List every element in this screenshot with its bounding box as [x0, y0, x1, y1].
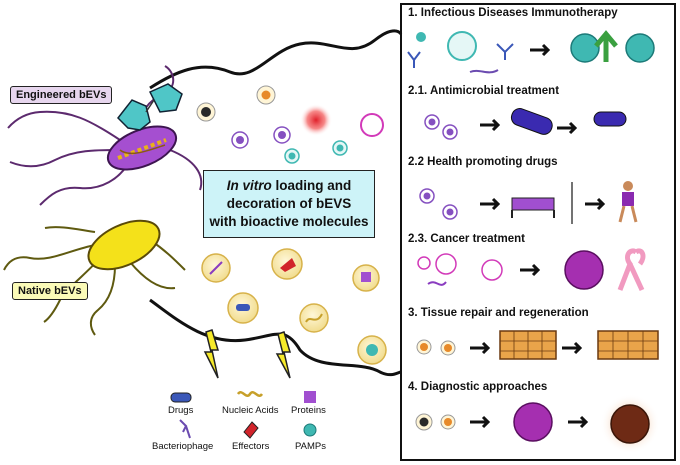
section-infectious-diseases-title: 1. Infectious Diseases Immunotherapy: [408, 7, 618, 19]
legend-drugs-label: Drugs: [168, 405, 194, 416]
vesicles-top: [196, 85, 384, 164]
bacteriophage-icon: [179, 419, 191, 439]
in-vitro-loading-box: In vitro loading and decoration of bEVS …: [203, 170, 375, 238]
native-bevs-tag: Native bEVs: [12, 282, 88, 300]
center-box-line3: with bioactive molecules: [209, 214, 369, 229]
native-bacterium: [3, 219, 186, 336]
center-box-line2: decoration of bEVS: [226, 196, 352, 211]
legend-nucleic-acids-label: Nucleic Acids: [222, 405, 279, 416]
section-cancer-title: 2.3. Cancer treatment: [408, 233, 525, 245]
drugs-icon: [170, 392, 192, 403]
lightning-bolt-right: [275, 331, 292, 379]
legend-bacteriophage-label: Bacteriophage: [152, 441, 214, 452]
section-diagnostic-title: 4. Diagnostic approaches: [408, 381, 548, 393]
legend-proteins-label: Proteins: [291, 405, 326, 416]
section23-illustration: [417, 248, 646, 292]
section21-illustration: [424, 108, 627, 140]
loaded-vesicles: [201, 248, 387, 365]
effectors-icon: [243, 421, 259, 439]
center-box-line1: loading and: [271, 178, 352, 193]
section1-illustration: [407, 30, 655, 74]
center-box-italic: In vitro: [226, 178, 272, 193]
section-health-drugs-title: 2.2 Health promoting drugs: [408, 156, 558, 168]
membrane-bottom: [149, 298, 402, 377]
section22-illustration: [419, 181, 638, 224]
applications-panel: [400, 3, 676, 461]
section-antimicrobial-title: 2.1. Antimicrobial treatment: [408, 85, 560, 97]
nucleic-acids-icon: [236, 391, 264, 397]
glove-hands-icon: [117, 83, 183, 131]
legend-pamps-label: PAMPs: [295, 441, 326, 452]
proteins-icon: [304, 391, 316, 403]
section4-illustration: [415, 394, 660, 454]
lightning-bolt-left: [203, 329, 220, 379]
section-tissue-repair-title: 3. Tissue repair and regeneration: [408, 307, 589, 319]
engineered-bacterium: [7, 65, 203, 206]
membrane-top: [149, 29, 403, 90]
legend-effectors-label: Effectors: [232, 441, 270, 452]
section3-illustration: [416, 330, 659, 360]
engineered-bevs-tag: Engineered bEVs: [10, 86, 113, 104]
pamps-icon: [303, 423, 317, 437]
